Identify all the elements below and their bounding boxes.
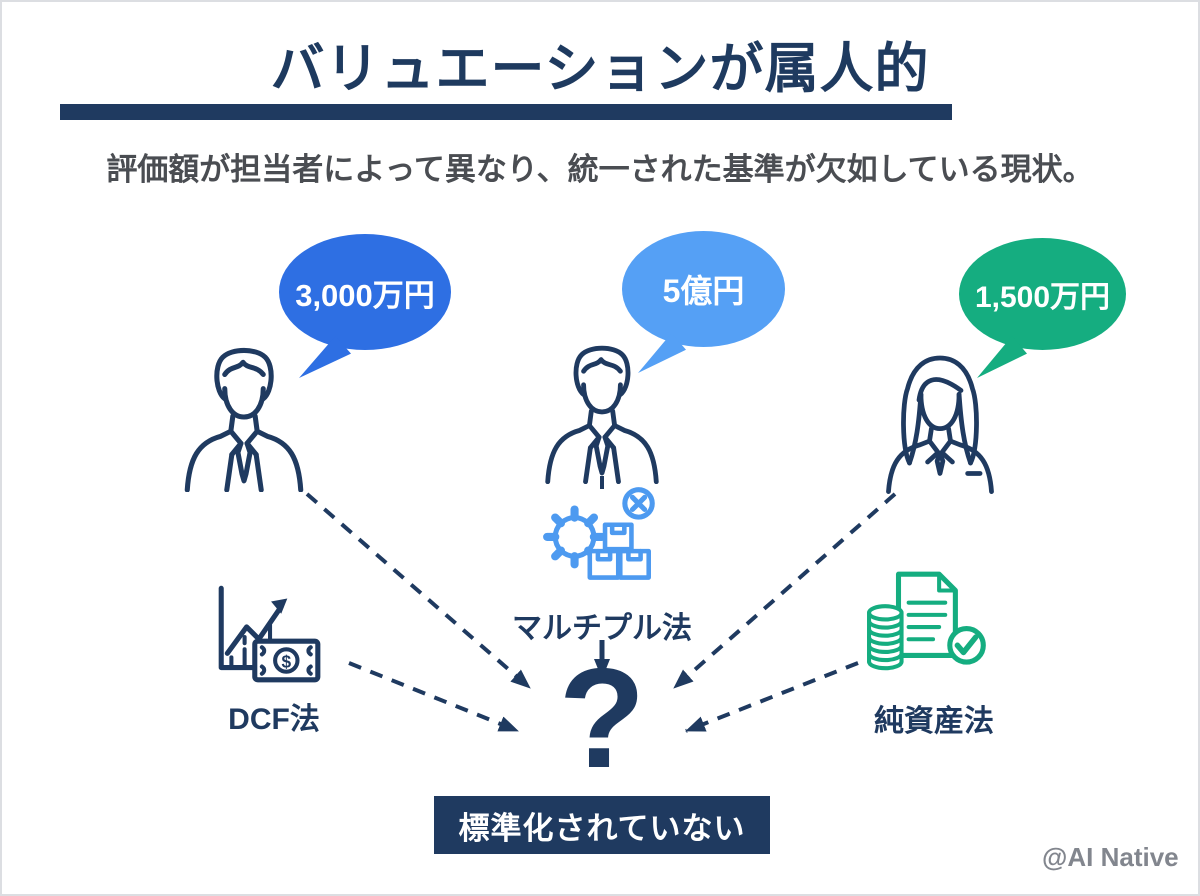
valuation-amount-center: 5億円 xyxy=(662,273,745,309)
speech-bubble-center: 5億円 xyxy=(622,231,785,373)
dollar-sign: $ xyxy=(282,652,292,672)
growth-chart-money-icon: $ xyxy=(208,576,328,688)
businesswoman-right-icon xyxy=(878,348,1002,494)
arrow-left-person-to-question xyxy=(305,492,532,690)
method-label-netassets: 純資産法 xyxy=(874,705,994,738)
speech-bubble-right: 1,500万円 xyxy=(959,238,1126,378)
page-title: バリュエーションが属人的 xyxy=(270,39,930,99)
method-label-multiple: マルチプル法 xyxy=(512,612,692,645)
speech-bubble-left: 3,000万円 xyxy=(279,234,451,378)
conclusion-label: 標準化されていない xyxy=(458,810,746,846)
question-mark: ? xyxy=(558,639,646,798)
arrow-netassets-to-question xyxy=(685,661,859,733)
title-underline-bar xyxy=(60,104,952,120)
method-label-dcf: DCF法 xyxy=(228,703,320,736)
valuation-amount-left: 3,000万円 xyxy=(295,277,435,313)
subtitle: 評価額が担当者によって異なり、統一された基準が欠如している現状。 xyxy=(106,152,1094,187)
businessman-center-icon xyxy=(539,336,665,484)
watermark: @AI Native xyxy=(1042,842,1179,872)
conclusion-box: 標準化されていない xyxy=(434,796,770,854)
businessman-left-icon xyxy=(178,338,310,492)
gear-boxes-error-icon xyxy=(538,486,668,598)
coins-document-check-icon xyxy=(866,568,996,682)
valuation-amount-right: 1,500万円 xyxy=(974,281,1111,314)
arrow-dcf-to-question xyxy=(348,661,519,733)
arrow-right-person-to-question xyxy=(672,492,897,690)
